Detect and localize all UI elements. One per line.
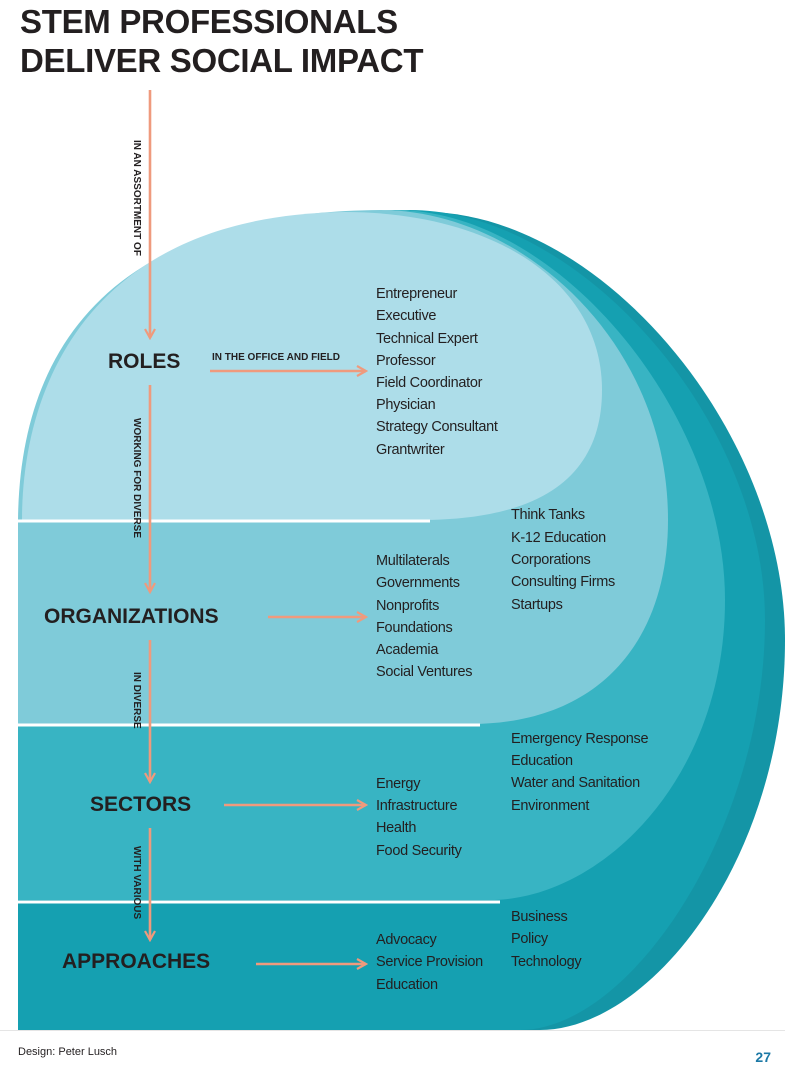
organizations-item: Social Ventures (376, 664, 472, 680)
design-credit: Design: Peter Lusch (18, 1046, 118, 1058)
roles-item: Technical Expert (376, 331, 478, 347)
roles-label: ROLES (108, 350, 180, 373)
title-line-1: STEM PROFESSIONALS (20, 3, 398, 40)
organizations-item: Think Tanks (511, 507, 585, 523)
approaches-item: Policy (511, 931, 549, 947)
organizations-item: Multilaterals (376, 553, 450, 569)
approaches-items-a: Advocacy Service Provision Education (376, 932, 483, 993)
sectors-label: SECTORS (90, 793, 191, 816)
organizations-item: Nonprofits (376, 598, 439, 614)
connector-label-orgs-sectors: IN DIVERSE (131, 672, 142, 729)
sectors-item: Environment (511, 798, 589, 814)
roles-item: Strategy Consultant (376, 419, 498, 435)
approaches-item: Business (511, 909, 567, 925)
title-line-2: DELIVER SOCIAL IMPACT (20, 42, 424, 79)
sectors-item: Food Security (376, 843, 463, 859)
organizations-item: Startups (511, 597, 563, 613)
sectors-item: Water and Sanitation (511, 775, 640, 791)
roles-item: Entrepreneur (376, 286, 458, 302)
roles-arrow-label: IN THE OFFICE AND FIELD (212, 352, 340, 363)
connector-label-roles-orgs: WORKING FOR DIVERSE (131, 418, 142, 538)
sectors-items-b: Emergency Response Education Water and S… (511, 731, 649, 814)
sectors-item: Education (511, 753, 573, 769)
sectors-items-a: Energy Infrastructure Health Food Securi… (376, 776, 463, 859)
page-title: STEM PROFESSIONALS DELIVER SOCIAL IMPACT (20, 2, 423, 80)
organizations-items-b: Think Tanks K-12 Education Corporations … (511, 507, 615, 613)
sectors-item: Infrastructure (376, 798, 457, 814)
roles-item: Executive (376, 308, 436, 324)
organizations-item: K-12 Education (511, 530, 606, 546)
sectors-item: Energy (376, 776, 421, 792)
sectors-item: Health (376, 820, 416, 836)
organizations-item: Consulting Firms (511, 574, 615, 590)
approaches-label: APPROACHES (62, 950, 210, 973)
roles-shape (22, 212, 602, 520)
organizations-item: Corporations (511, 552, 590, 568)
roles-item: Field Coordinator (376, 375, 483, 391)
page-number: 27 (755, 1049, 771, 1065)
roles-item: Professor (376, 353, 436, 369)
organizations-label: ORGANIZATIONS (44, 605, 219, 628)
footer-divider (0, 1030, 785, 1031)
connector-label-top: IN AN ASSORTMENT OF (131, 140, 142, 256)
organizations-item: Foundations (376, 620, 453, 636)
approaches-item: Education (376, 977, 438, 993)
sectors-item: Emergency Response (511, 731, 648, 747)
organizations-items-a: Multilaterals Governments Nonprofits Fou… (376, 553, 473, 680)
organizations-item: Academia (376, 642, 439, 658)
roles-item: Grantwriter (376, 442, 445, 458)
roles-items: Entrepreneur Executive Technical Expert … (376, 286, 498, 458)
connector-label-sectors-approaches: WITH VARIOUS (131, 846, 142, 919)
approaches-item: Service Provision (376, 954, 483, 970)
approaches-item: Advocacy (376, 932, 438, 948)
approaches-item: Technology (511, 954, 582, 970)
organizations-item: Governments (376, 575, 460, 591)
approaches-items-b: Business Policy Technology (511, 909, 583, 970)
roles-item: Physician (376, 397, 436, 413)
